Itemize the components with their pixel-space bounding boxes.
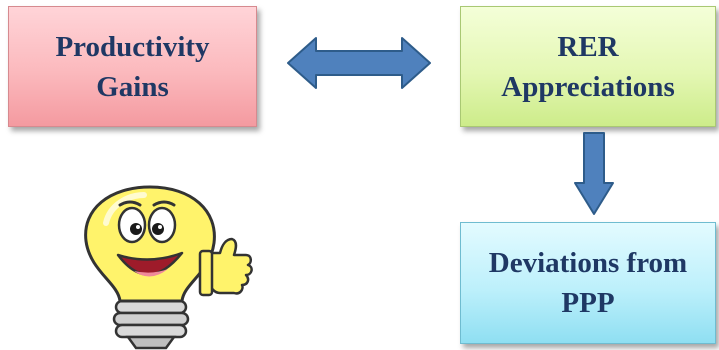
rer-appreciations-label-line2: Appreciations bbox=[501, 70, 675, 103]
bulb-base bbox=[112, 299, 190, 350]
thumbs-up-hand bbox=[198, 237, 253, 297]
productivity-gains-label-line2: Gains bbox=[96, 70, 169, 103]
deviations-from-ppp-box: Deviations from PPP bbox=[460, 222, 716, 344]
deviations-label-line1: Deviations from bbox=[488, 247, 688, 279]
rer-appreciations-box: RER Appreciations bbox=[460, 6, 716, 127]
productivity-gains-label-line1: Productivity bbox=[55, 30, 210, 63]
double-headed-arrow-icon bbox=[287, 37, 431, 89]
down-arrow-icon bbox=[574, 132, 614, 215]
rer-appreciations-label-line1: RER bbox=[557, 30, 619, 63]
lightbulb-thumbs-up-icon bbox=[84, 185, 253, 350]
productivity-gains-box: Productivity Gains bbox=[8, 6, 257, 127]
deviations-label-line2: PPP bbox=[561, 287, 615, 319]
